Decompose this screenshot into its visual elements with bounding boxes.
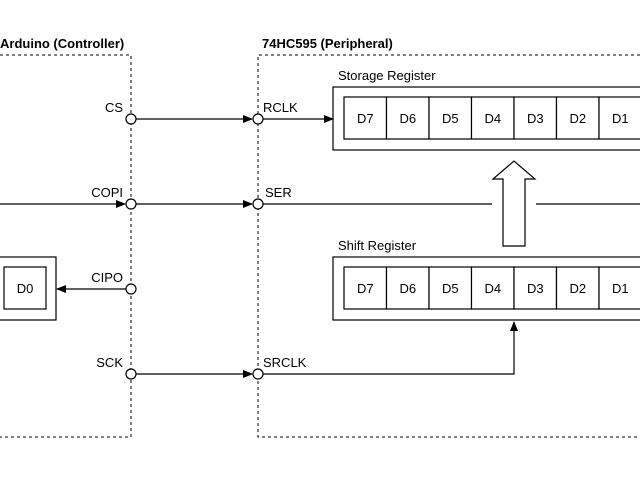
- storage-register-cell: [598, 96, 640, 140]
- shift-register-cells: D7 D6 D5 D4 D3 D2 D1: [343, 266, 640, 310]
- peripheral-title: 74HC595 (Peripheral): [262, 36, 393, 51]
- storage-register-cell-label: D6: [399, 111, 416, 126]
- ser-label: SER: [265, 185, 292, 200]
- storage-register-cell: [513, 96, 558, 140]
- shift-register-cell-label: D6: [399, 281, 416, 296]
- controller-register-cell-label: D0: [17, 281, 34, 296]
- shift-register-cell: [428, 266, 473, 310]
- controller-register-cell: [3, 266, 47, 310]
- controller-title: Arduino (Controller): [0, 36, 124, 51]
- storage-register-cell: [428, 96, 473, 140]
- storage-register-cells: D7 D6 D5 D4 D3 D2 D1: [343, 96, 640, 140]
- sck-pin: [125, 368, 137, 380]
- cs-label: CS: [105, 100, 123, 115]
- srclk-pin: [252, 368, 264, 380]
- controller-boundary: [0, 54, 132, 438]
- shift-register-cell-label: D2: [569, 281, 586, 296]
- storage-register-cell-label: D3: [527, 111, 544, 126]
- rclk-label: RCLK: [263, 100, 298, 115]
- storage-register-cell-label: D4: [484, 111, 501, 126]
- storage-register-title: Storage Register: [338, 68, 436, 83]
- shift-register-title: Shift Register: [338, 238, 417, 253]
- ser-pin: [252, 198, 264, 210]
- cipo-pin: [125, 283, 137, 295]
- copi-label: COPI: [91, 185, 123, 200]
- shift-register-cell: [513, 266, 558, 310]
- shift-register-cell-label: D1: [612, 281, 629, 296]
- shift-register-cell: [470, 266, 515, 310]
- storage-register-cell-label: D1: [612, 111, 629, 126]
- storage-register-cell-label: D7: [357, 111, 374, 126]
- shift-register-cell: [343, 266, 388, 310]
- peripheral-boundary: [257, 54, 640, 438]
- srclk-label: SRCLK: [263, 355, 307, 370]
- cs-pin: [125, 113, 137, 125]
- shift-register-cell-label: D4: [484, 281, 501, 296]
- rclk-pin: [252, 113, 264, 125]
- srclk-wire: [258, 321, 518, 375]
- storage-register-cell-label: D5: [442, 111, 459, 126]
- sck-label: SCK: [96, 355, 123, 370]
- storage-register-cell-label: D2: [569, 111, 586, 126]
- copi-pin: [125, 198, 137, 210]
- latch-transfer-arrow: [491, 160, 537, 247]
- shift-register-cell: [598, 266, 640, 310]
- cipo-label: CIPO: [91, 270, 123, 285]
- shift-register-cell-label: D3: [527, 281, 544, 296]
- shift-register-cell-label: D7: [357, 281, 374, 296]
- shift-register-cell-label: D5: [442, 281, 459, 296]
